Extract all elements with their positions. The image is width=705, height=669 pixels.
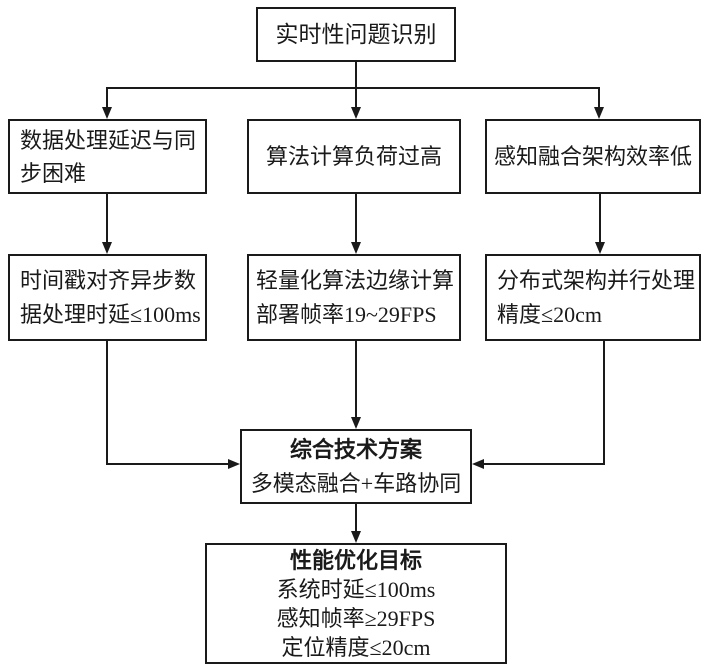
arrowhead-s1-integrated: [228, 459, 240, 469]
arrowhead-branch-center: [351, 107, 361, 119]
arrowhead-p1-s1: [102, 242, 112, 254]
arrowhead-s2-integrated: [351, 417, 361, 429]
node-realtime-problem: 实时性问题识别: [256, 7, 456, 62]
node-performance-goals: 性能优化目标 系统时延≤100ms 感知帧率≥29FPS 定位精度≤20cm: [205, 543, 507, 664]
arrow-s3-integrated: [483, 341, 605, 465]
node-text-line: 轻量化算法边缘计算: [256, 267, 455, 293]
node-text-line: 数据处理延迟与同: [20, 127, 197, 153]
node-text-line: 多模态融合+车路协同: [250, 470, 462, 496]
arrowhead-p2-s2: [351, 242, 361, 254]
node-distributed-architecture: 分布式架构并行处理 精度≤20cm: [485, 254, 701, 341]
node-timestamp-alignment: 时间戳对齐异步数 据处理时延≤100ms: [8, 254, 207, 341]
node-text-line: 步困难: [20, 160, 87, 186]
arrowhead-integrated-goal: [351, 531, 361, 543]
arrowhead-s3-integrated: [472, 459, 484, 469]
node-text-line: 算法计算负荷过高: [265, 144, 442, 169]
arrow-root-branch: [106, 62, 600, 108]
node-text-line: 系统时延≤100ms: [276, 576, 436, 602]
node-text-line: 据处理时延≤100ms: [20, 301, 201, 327]
node-text-line: 感知融合架构效率低: [493, 144, 692, 169]
node-text-line: 感知帧率≥29FPS: [276, 605, 436, 631]
node-text-line: 分布式架构并行处理: [497, 267, 696, 293]
node-data-delay: 数据处理延迟与同 步困难: [8, 119, 207, 194]
arrowhead-p3-s3: [595, 242, 605, 254]
node-text-line: 精度≤20cm: [497, 301, 602, 327]
node-title-line: 性能优化目标: [289, 547, 422, 573]
node-text-line: 定位精度≤20cm: [281, 634, 431, 660]
node-text-line: 实时性问题识别: [275, 22, 437, 47]
node-algorithm-load: 算法计算负荷过高: [247, 119, 461, 194]
node-fusion-efficiency: 感知融合架构效率低: [485, 119, 701, 194]
arrowhead-branch-left: [102, 107, 112, 119]
node-text-line: 部署帧率19~29FPS: [256, 301, 437, 327]
arrow-s1-integrated: [106, 341, 229, 465]
node-title-line: 综合技术方案: [289, 436, 422, 462]
node-lightweight-algorithm: 轻量化算法边缘计算 部署帧率19~29FPS: [247, 254, 461, 341]
arrowhead-branch-right: [594, 107, 604, 119]
node-text-line: 时间戳对齐异步数: [20, 267, 197, 293]
node-integrated-solution: 综合技术方案 多模态融合+车路协同: [240, 429, 472, 504]
